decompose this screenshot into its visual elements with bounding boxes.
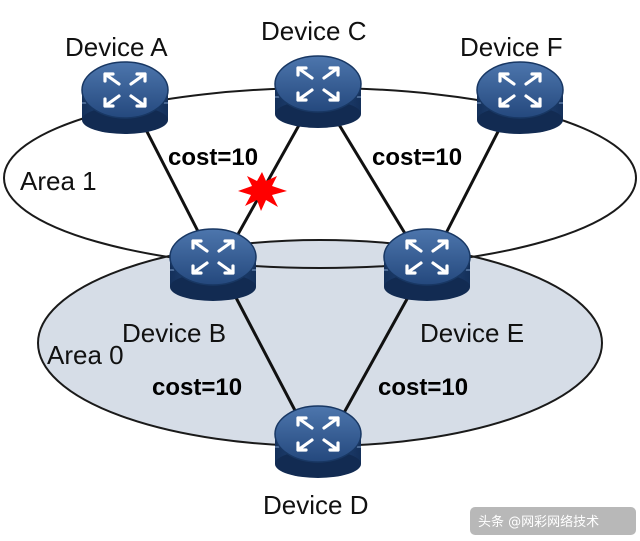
link-a-b <box>138 117 207 246</box>
cost-label-c-b: cost=10 <box>168 144 258 171</box>
watermark-text: 头条 @网彩网络技术 <box>478 514 599 530</box>
watermark-background <box>470 507 636 535</box>
cost-label-b-d: cost=10 <box>152 374 242 401</box>
device-b-label: Device B <box>122 318 226 348</box>
area-0-label: Area 0 <box>47 340 124 370</box>
area-1-label: Area 1 <box>20 166 97 196</box>
device-c-router-icon[interactable] <box>273 54 363 130</box>
device-e-router-icon[interactable] <box>382 227 472 303</box>
device-d-router-icon[interactable] <box>273 404 363 480</box>
device-a-label: Device A <box>65 32 168 62</box>
device-c-label: Device C <box>261 16 366 46</box>
device-e-label: Device E <box>420 318 524 348</box>
device-a-router-icon[interactable] <box>80 60 170 136</box>
link-f-e <box>438 117 507 246</box>
cost-label-e-d: cost=10 <box>378 374 468 401</box>
device-f-label: Device F <box>460 32 563 62</box>
link-failure-icon <box>238 172 287 211</box>
links <box>138 117 507 421</box>
cost-label-c-e: cost=10 <box>372 144 462 171</box>
link-c-e <box>333 117 414 246</box>
link-b-d <box>230 289 302 421</box>
device-b-router-icon[interactable] <box>168 227 258 303</box>
device-f-router-icon[interactable] <box>475 60 565 136</box>
link-e-d <box>338 289 414 421</box>
device-d-label: Device D <box>263 490 368 520</box>
